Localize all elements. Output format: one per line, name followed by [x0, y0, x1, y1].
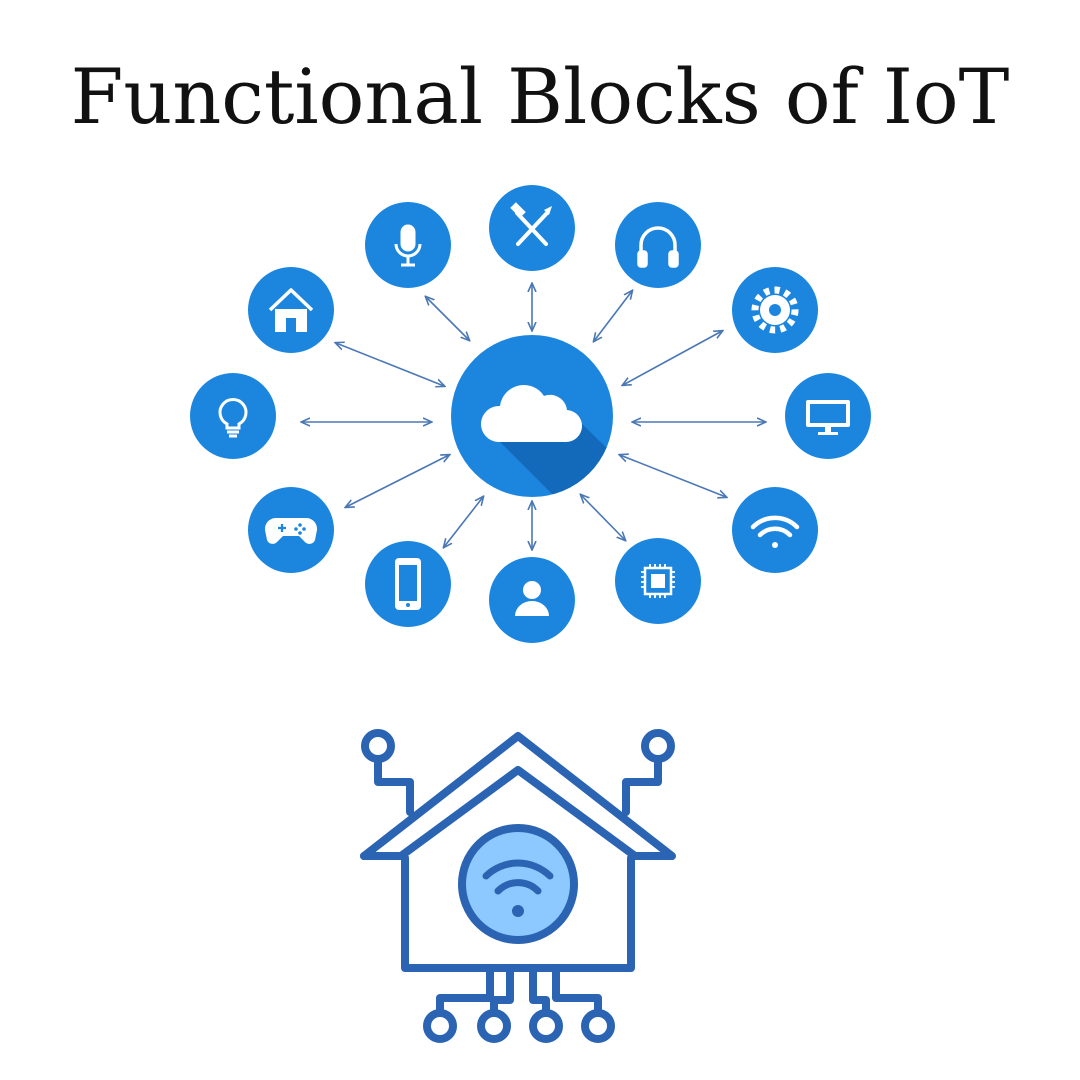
arrow-headphones — [594, 291, 632, 341]
house-wifi-icon — [482, 859, 554, 917]
arrow-gamepad — [346, 455, 449, 507]
node-chip — [615, 538, 701, 624]
home-icon — [268, 288, 314, 332]
node-gamepad — [248, 487, 334, 573]
monitor-icon — [806, 400, 850, 435]
node-lightbulb — [190, 373, 276, 459]
cloud-hub — [451, 335, 613, 497]
tools-icon — [510, 202, 552, 246]
node-headphones — [615, 202, 701, 288]
node-smartphone — [365, 541, 451, 627]
arrow-smartphone — [444, 497, 483, 547]
microphone-icon — [394, 224, 422, 267]
node-home — [248, 267, 334, 353]
lightbulb-icon — [218, 397, 248, 438]
node-wifi — [732, 487, 818, 573]
node-microphone — [365, 202, 451, 288]
node-gear — [732, 267, 818, 353]
gamepad-icon — [264, 518, 318, 544]
node-user — [489, 557, 575, 643]
gear-icon — [751, 286, 799, 334]
node-tools — [489, 185, 575, 271]
smart-home-icon — [360, 729, 676, 1043]
arrow-chip — [581, 495, 625, 540]
chip-icon — [641, 564, 675, 598]
arrow-gear — [623, 331, 722, 385]
headphones-icon — [637, 226, 679, 268]
cloud-icon — [480, 384, 583, 443]
connection-arrows — [302, 284, 765, 549]
arrow-microphone — [426, 297, 469, 340]
smartphone-icon — [395, 558, 421, 610]
page-title: Functional Blocks of IoT — [70, 52, 1010, 141]
arrow-home — [336, 343, 444, 386]
user-icon — [515, 581, 549, 616]
node-monitor — [785, 373, 871, 459]
wifi-icon — [750, 515, 800, 548]
arrow-wifi — [620, 455, 726, 497]
